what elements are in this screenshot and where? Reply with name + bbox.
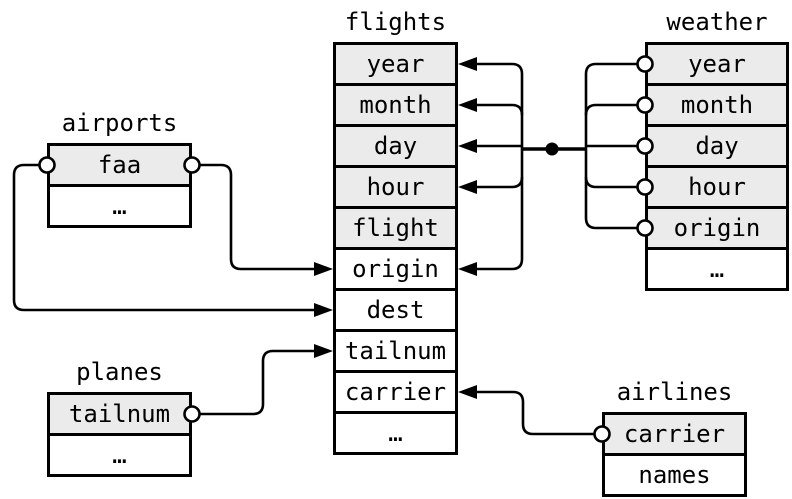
field-label: carrier	[344, 378, 447, 406]
field-label: origin	[352, 255, 439, 283]
table-airports-title: airports	[61, 109, 178, 137]
field-label: origin	[673, 214, 761, 242]
table-flights-title: flights	[344, 8, 447, 36]
field-label: names	[638, 461, 711, 489]
weather-bus-left-month-branch	[476, 103, 524, 116]
arrowhead-icon	[314, 344, 333, 358]
row-flights-month: month	[336, 83, 455, 124]
row-weather-day: day	[648, 124, 786, 165]
field-label: flight	[352, 214, 439, 242]
row-flights-flight: flight	[336, 206, 455, 247]
arrowhead-icon	[314, 262, 333, 276]
table-planes-title: planes	[76, 358, 163, 386]
field-label: tailnum	[344, 337, 447, 365]
arrowhead-icon	[458, 385, 477, 399]
weather-bus-left	[476, 62, 524, 271]
airlines-carrier-connector	[476, 390, 595, 436]
row-airlines-carrier: carrier	[605, 415, 744, 453]
field-label: hour	[366, 173, 425, 201]
row-weather-month: month	[648, 83, 786, 124]
field-label: …	[112, 192, 127, 220]
arrowhead-icon	[458, 98, 477, 112]
field-label: month	[359, 91, 432, 119]
table-flights: flights year month day hour flight origi…	[333, 8, 458, 455]
table-weather-rows: year month day hour origin …	[645, 42, 789, 291]
row-flights-carrier: carrier	[336, 370, 455, 411]
field-label: hour	[688, 173, 746, 201]
table-weather: weather year month day hour origin …	[645, 8, 789, 291]
row-airports-etc: …	[50, 184, 189, 225]
row-planes-tailnum: tailnum	[50, 395, 189, 433]
field-label: …	[388, 419, 403, 447]
weather-bus-left-hour-branch	[476, 176, 524, 189]
row-flights-origin: origin	[336, 247, 455, 288]
table-airlines-title: airlines	[616, 378, 733, 406]
table-planes: planes tailnum …	[47, 358, 192, 477]
row-flights-etc: …	[336, 411, 455, 452]
field-label: year	[688, 50, 746, 78]
row-weather-hour: hour	[648, 165, 786, 206]
row-weather-origin: origin	[648, 206, 786, 247]
row-flights-tailnum: tailnum	[336, 329, 455, 370]
table-flights-rows: year month day hour flight origin dest t…	[333, 42, 458, 455]
table-airports: airports faa …	[47, 109, 192, 228]
row-flights-day: day	[336, 124, 455, 165]
table-airports-rows: faa …	[47, 143, 192, 228]
row-flights-hour: hour	[336, 165, 455, 206]
field-label: …	[112, 441, 127, 469]
field-label: carrier	[623, 420, 726, 448]
field-label: faa	[97, 151, 142, 179]
arrowhead-icon	[458, 139, 477, 153]
row-planes-etc: …	[50, 433, 189, 474]
arrowhead-icon	[458, 57, 477, 71]
field-label: dest	[366, 296, 425, 324]
row-flights-year: year	[336, 45, 455, 83]
arrowhead-icon	[458, 262, 477, 276]
table-planes-rows: tailnum …	[47, 392, 192, 477]
row-airports-faa: faa	[50, 146, 189, 184]
table-airlines-rows: carrier names	[602, 412, 747, 497]
airports-origin-connector	[199, 163, 316, 271]
field-label: year	[366, 50, 425, 78]
field-label: day	[373, 132, 418, 160]
row-airlines-names: names	[605, 453, 744, 494]
row-weather-etc: …	[648, 247, 786, 288]
arrowhead-icon	[458, 180, 477, 194]
field-label: …	[709, 255, 725, 283]
row-flights-dest: dest	[336, 288, 455, 329]
field-label: day	[695, 132, 739, 160]
table-weather-title: weather	[666, 8, 768, 36]
field-label: tailnum	[68, 400, 171, 428]
arrowhead-icon	[314, 303, 333, 317]
weather-bus-right	[584, 62, 638, 230]
weather-bus-right-month-branch	[584, 103, 638, 116]
field-label: month	[680, 91, 754, 119]
table-airlines: airlines carrier names	[602, 378, 747, 497]
junction-dot-icon	[545, 142, 559, 156]
row-weather-year: year	[648, 45, 786, 83]
weather-bus-right-hour-branch	[584, 176, 638, 189]
planes-tailnum-connector	[199, 349, 316, 416]
